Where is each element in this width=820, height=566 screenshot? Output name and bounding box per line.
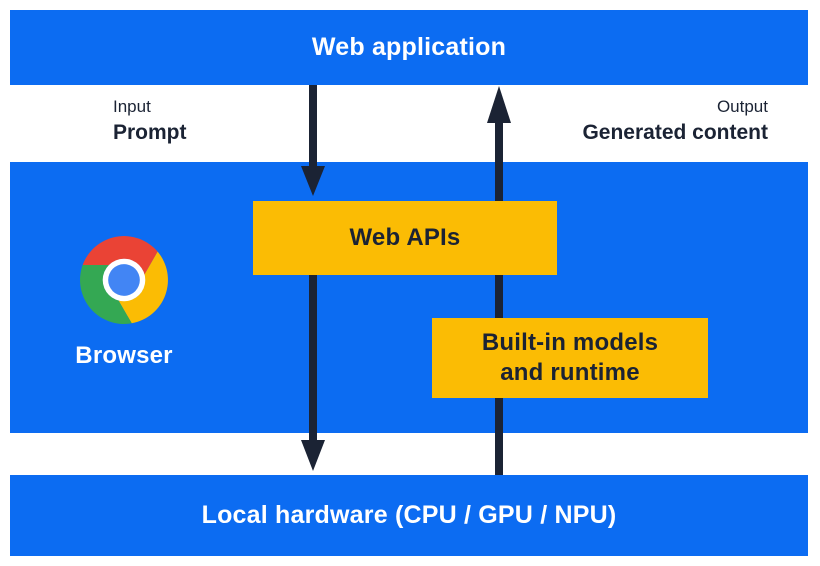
web-apis-label: Web APIs [349,224,461,251]
web-apis-box: Web APIs [253,201,557,275]
input-flow-arrow-upper [301,85,325,196]
chrome-icon [80,236,168,324]
local-hardware-bar: Local hardware (CPU / GPU / NPU) [10,475,808,556]
input-value: Prompt [113,121,187,144]
input-flow-arrow-lower [301,272,325,471]
input-caption: Input [113,97,151,116]
input-label-group: Input Prompt [113,96,187,145]
web-application-bar: Web application [10,10,808,85]
web-application-label: Web application [311,33,507,61]
browser-label: Browser [75,342,173,369]
built-in-models-label-line2: and runtime [500,359,640,386]
local-hardware-label: Local hardware (CPU / GPU / NPU) [201,501,617,529]
output-value: Generated content [582,121,768,144]
output-flow-arrow [487,86,511,475]
output-caption: Output [716,97,768,116]
built-in-models-label-line1: Built-in models [481,329,659,356]
built-in-models-box: Built-in models and runtime [432,318,708,398]
output-label-group: Output Generated content [582,96,768,145]
